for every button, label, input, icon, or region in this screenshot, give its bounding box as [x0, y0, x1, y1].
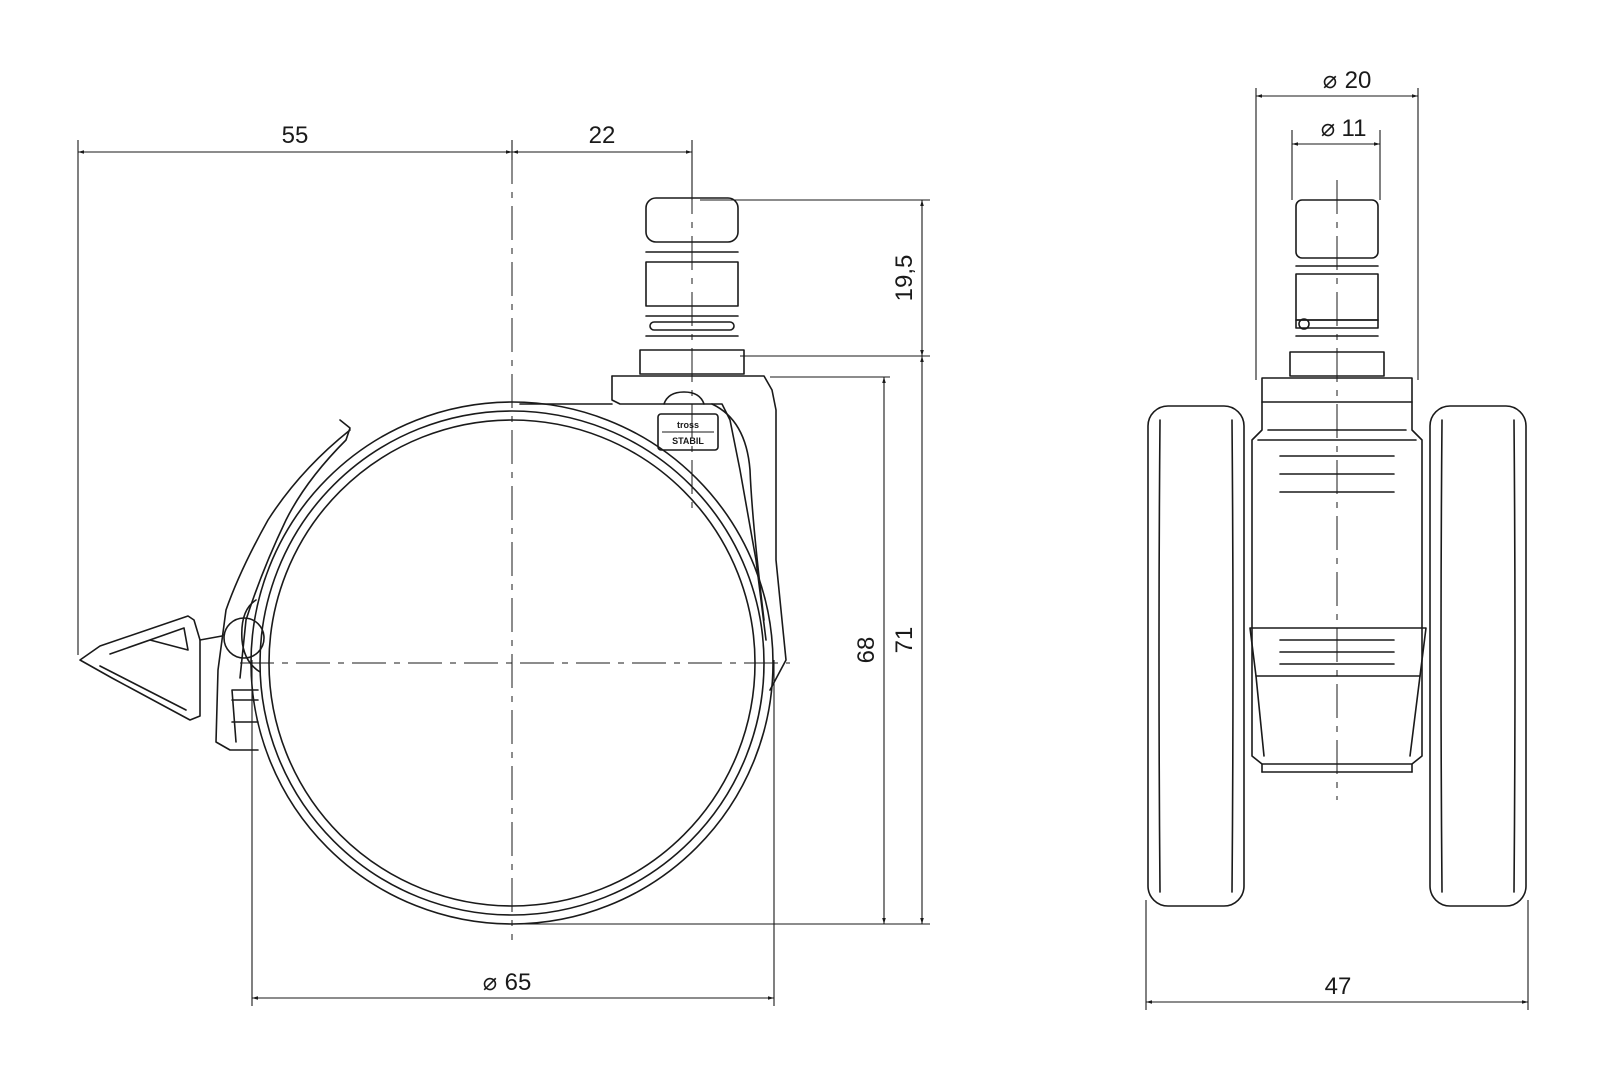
dim-stem-outer-diameter-label: 20 [1345, 67, 1372, 94]
side-view: tross STABIL 55 22 [77, 122, 930, 1006]
front-wheel-right [1429, 405, 1527, 907]
dim-overall-width-label: 47 [1325, 973, 1352, 1000]
dim-brake-offset: 55 [78, 122, 512, 154]
front-stem [1261, 199, 1413, 403]
front-extension-lines [1145, 88, 1529, 1010]
diameter-symbol-65: ⌀ [483, 969, 497, 996]
dim-stem-height: 19,5 [891, 200, 924, 356]
diameter-symbol-20: ⌀ [1323, 67, 1337, 94]
front-fork-housing [1249, 401, 1427, 773]
dim-stem-inner-diameter-label: 11 [1342, 115, 1367, 142]
dim-stem-offset-label: 22 [589, 122, 616, 149]
dim-stem-outer-diameter: ⌀ 20 [1256, 67, 1418, 98]
front-view: ⌀ 20 ⌀ 11 47 [1145, 67, 1529, 1010]
dim-stem-offset: 22 [512, 122, 692, 154]
side-wheel [250, 401, 774, 925]
dim-wheel-height: 68 [853, 377, 886, 924]
brand-logo-top: tross [677, 420, 699, 430]
side-center-lines [240, 150, 790, 940]
dim-total-height-label: 71 [891, 627, 918, 654]
dim-stem-height-label: 19,5 [891, 255, 918, 302]
dim-wheel-diameter: ⌀ 65 [252, 969, 774, 1000]
dim-overall-width: 47 [1146, 973, 1528, 1004]
dim-total-height: 71 [891, 356, 924, 924]
side-brake-lever [79, 419, 351, 751]
brand-logo-bottom: STABIL [672, 436, 704, 446]
dim-stem-inner-diameter: ⌀ 11 [1292, 115, 1380, 146]
dim-brake-offset-label: 55 [282, 122, 309, 149]
side-fork-housing: tross STABIL [519, 375, 787, 691]
side-stem [639, 197, 745, 375]
dim-wheel-diameter-label: 65 [505, 969, 532, 996]
front-wheel-left [1147, 405, 1245, 907]
side-extension-lines [77, 140, 930, 1006]
diameter-symbol-11: ⌀ [1321, 115, 1335, 142]
dim-wheel-height-label: 68 [853, 637, 880, 664]
